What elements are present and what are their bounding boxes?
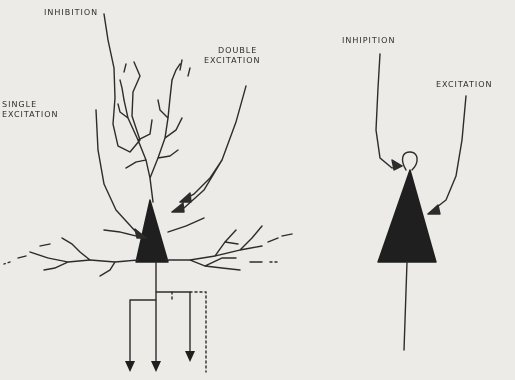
excitation-arrowhead-right bbox=[428, 205, 440, 214]
apical-dendrites bbox=[118, 64, 182, 202]
inhibition-fiber-right bbox=[376, 54, 402, 168]
left-neuron-soma bbox=[136, 200, 168, 262]
right-neuron-axon bbox=[404, 262, 407, 350]
label-single-line1: SINGLE bbox=[2, 100, 59, 110]
double-excitation-arrowhead-1 bbox=[172, 203, 184, 212]
label-double-excitation: DOUBLE EXCITATION bbox=[204, 46, 261, 66]
right-neuron-soma bbox=[378, 170, 436, 262]
label-double-line2: EXCITATION bbox=[204, 56, 261, 66]
label-single-line2: EXCITATION bbox=[2, 110, 59, 120]
double-excitation-arrowhead-2 bbox=[180, 193, 191, 202]
single-excitation-fiber bbox=[96, 110, 146, 238]
right-neuron bbox=[376, 54, 466, 350]
right-neuron-synapse-loop bbox=[403, 152, 418, 170]
label-inhibition-right: INHIPITION bbox=[342, 36, 395, 46]
label-inhibition-left: INHIBITION bbox=[44, 8, 98, 18]
inhibition-arrowhead-right bbox=[392, 160, 402, 170]
left-axon bbox=[130, 262, 206, 372]
label-excitation-right: EXCITATION bbox=[436, 80, 493, 90]
double-excitation-fiber bbox=[172, 86, 246, 212]
left-neuron bbox=[4, 14, 292, 372]
axon-terminal-arrows bbox=[125, 351, 195, 372]
label-double-line1: DOUBLE bbox=[204, 46, 261, 56]
excitation-fiber-right bbox=[428, 96, 466, 214]
label-single-excitation: SINGLE EXCITATION bbox=[2, 100, 59, 120]
